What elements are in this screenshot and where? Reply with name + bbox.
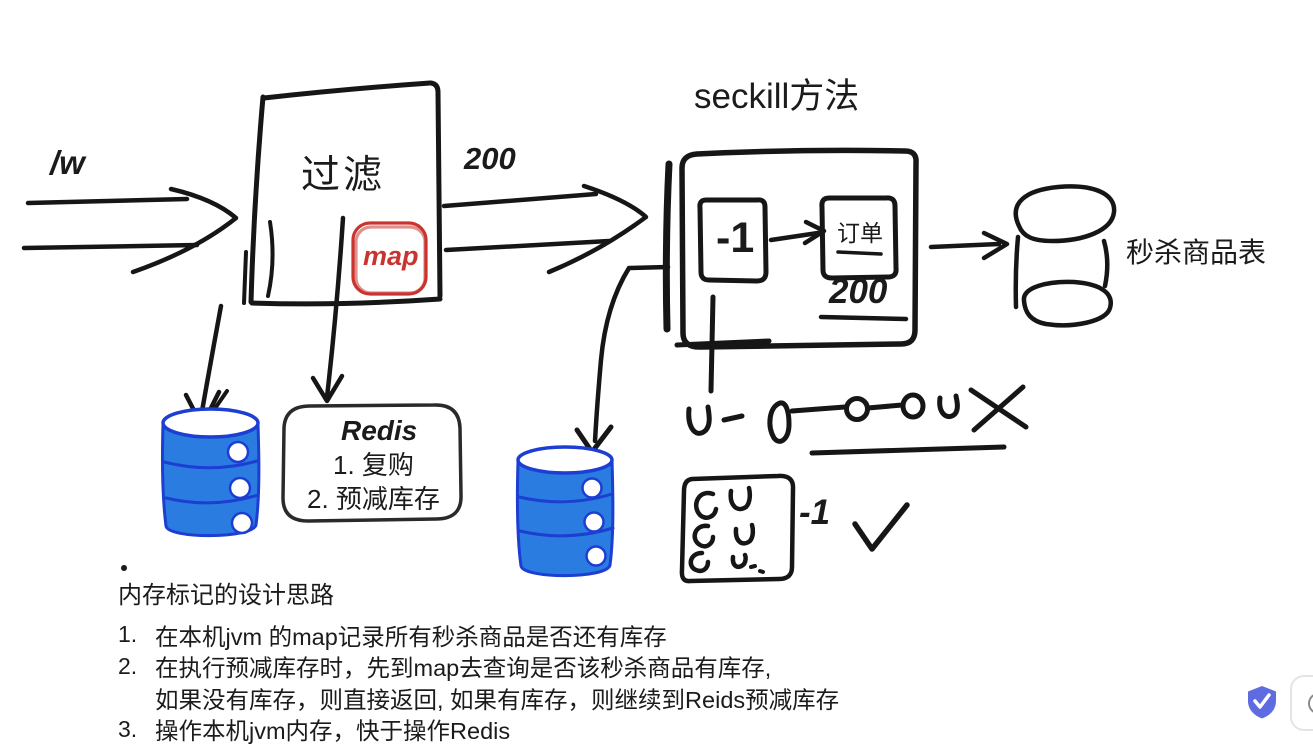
tool-circle-icon xyxy=(1308,692,1313,714)
rate-200-label: 200 xyxy=(464,141,516,176)
decrement-box-sketch xyxy=(697,197,769,284)
note-item-number: 2. xyxy=(118,652,138,679)
stock-sequence-doodle xyxy=(686,384,1029,456)
map-to-redis-arrow-sketch xyxy=(310,215,346,404)
order-box-sketch xyxy=(818,195,909,322)
floating-tool-button[interactable] xyxy=(1290,675,1313,731)
filter-box-label: 过滤 xyxy=(301,154,386,197)
order-label: 订单 xyxy=(837,220,883,246)
redis-note-line1: 1. 复购 xyxy=(333,450,414,480)
checkmark-doodle xyxy=(852,502,910,552)
redis-db-cylinder xyxy=(515,445,615,578)
note-item-2: 2. 在执行预减库存时，先到map去查询是否该秒杀商品有库存, xyxy=(118,651,839,683)
decrement-to-order-arrow-sketch xyxy=(768,219,827,246)
decrement-label: -1 xyxy=(716,214,755,262)
seckill-to-table-arrow-sketch xyxy=(928,230,1010,261)
redis-note-line2: 2. 预减库存 xyxy=(307,484,440,514)
rate-arrow-sketch xyxy=(441,183,649,275)
request-label: /w xyxy=(50,144,85,181)
map-label: map xyxy=(363,241,419,271)
users-box-doodle xyxy=(679,473,796,584)
notes-dot-mark xyxy=(121,565,127,571)
note-item-number: 1. xyxy=(118,621,138,648)
order-count-label: 200 xyxy=(829,272,888,311)
note-item-3: 3. 操作本机jvm内存，快于操作Redis xyxy=(118,714,839,746)
note-item-text: 如果没有库存，则直接返回, 如果有库存，则继续到Reids预减库存 xyxy=(155,686,840,713)
extension-shield-icon[interactable] xyxy=(1246,685,1278,720)
design-notes: 内存标记的设计思路 1. 在本机jvm 的map记录所有秒杀商品是否还有库存 2… xyxy=(118,575,839,745)
note-item-text: 操作本机jvm内存，快于操作Redis xyxy=(155,718,511,745)
redis-note-box-sketch xyxy=(281,403,463,523)
note-item-number: 3. xyxy=(118,715,138,742)
note-item-1: 1. 在本机jvm 的map记录所有秒杀商品是否还有库存 xyxy=(118,619,839,651)
filter-box-sketch xyxy=(242,80,443,307)
map-box-sketch xyxy=(351,221,428,296)
result-decrement-label: -1 xyxy=(799,493,831,532)
notes-dot: . xyxy=(120,544,129,577)
note-item-2-continued: 如果没有库存，则直接返回, 如果有库存，则继续到Reids预减库存 xyxy=(118,682,839,714)
local-db-cylinder xyxy=(160,407,261,538)
note-item-text: 在执行预减库存时，先到map去查询是否该秒杀商品有库存, xyxy=(155,655,772,682)
request-arrow-sketch xyxy=(21,186,239,275)
notes-heading: 内存标记的设计思路 xyxy=(118,582,334,609)
note-item-text: 在本机jvm 的map记录所有秒杀商品是否还有库存 xyxy=(155,623,667,650)
seckill-box-sketch xyxy=(679,147,919,350)
seckill-table-label: 秒杀商品表 xyxy=(1126,237,1267,268)
seckill-to-db-arrow-sketch xyxy=(574,264,671,455)
redis-note-title: Redis xyxy=(341,415,418,446)
table-doodle-sketch xyxy=(1013,184,1117,328)
seckill-method-title: seckill方法 xyxy=(694,77,860,116)
